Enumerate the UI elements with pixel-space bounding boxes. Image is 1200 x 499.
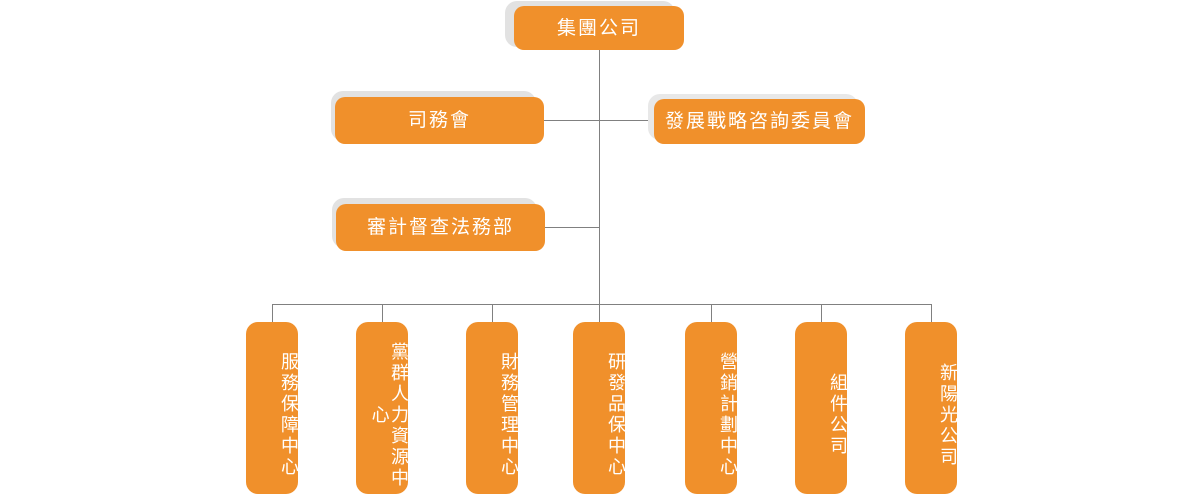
connector-bus-horizontal (272, 304, 932, 305)
node-label-service-support-center: 服務保障中心 (279, 352, 299, 478)
connector-drop-component-company (821, 304, 822, 324)
node-audit-legal-dept[interactable]: 審計督查法務部 (336, 204, 545, 251)
node-service-support-center[interactable]: 服務保障中心 (246, 322, 299, 494)
connector-to-dev-strategy-committee (599, 120, 654, 121)
connector-drop-party-hr-center (382, 304, 383, 324)
node-dev-strategy-committee[interactable]: 發展戰略咨詢委員會 (654, 99, 865, 144)
node-si-wu-hui[interactable]: 司務會 (335, 97, 544, 144)
connector-to-audit-legal-dept (545, 227, 600, 228)
node-label-new-sunshine-company: 新陽光公司 (938, 362, 958, 468)
connector-drop-rd-quality-center (599, 304, 600, 324)
connector-trunk-vertical (599, 49, 600, 304)
node-party-hr-center[interactable]: 黨群人力資源中心 (356, 322, 409, 494)
node-label-finance-center: 財務管理中心 (499, 352, 519, 478)
node-group-company[interactable]: 集團公司 (514, 6, 684, 50)
node-label-marketing-planning-center: 營銷計劃中心 (718, 352, 738, 478)
connector-drop-finance-center (492, 304, 493, 324)
node-marketing-planning-center[interactable]: 營銷計劃中心 (685, 322, 738, 494)
node-label-party-hr-center: 黨群人力資源中心 (369, 341, 409, 489)
node-rd-quality-center[interactable]: 研發品保中心 (573, 322, 626, 494)
connector-to-si-wu-hui (544, 120, 600, 121)
connector-drop-marketing-planning-center (711, 304, 712, 324)
node-finance-center[interactable]: 財務管理中心 (466, 322, 519, 494)
node-label-rd-quality-center: 研發品保中心 (606, 352, 626, 478)
node-component-company[interactable]: 組件公司 (795, 322, 848, 494)
node-label-component-company: 組件公司 (828, 373, 848, 457)
connector-drop-new-sunshine-company (931, 304, 932, 324)
connector-drop-service-support-center (272, 304, 273, 324)
node-new-sunshine-company[interactable]: 新陽光公司 (905, 322, 958, 494)
